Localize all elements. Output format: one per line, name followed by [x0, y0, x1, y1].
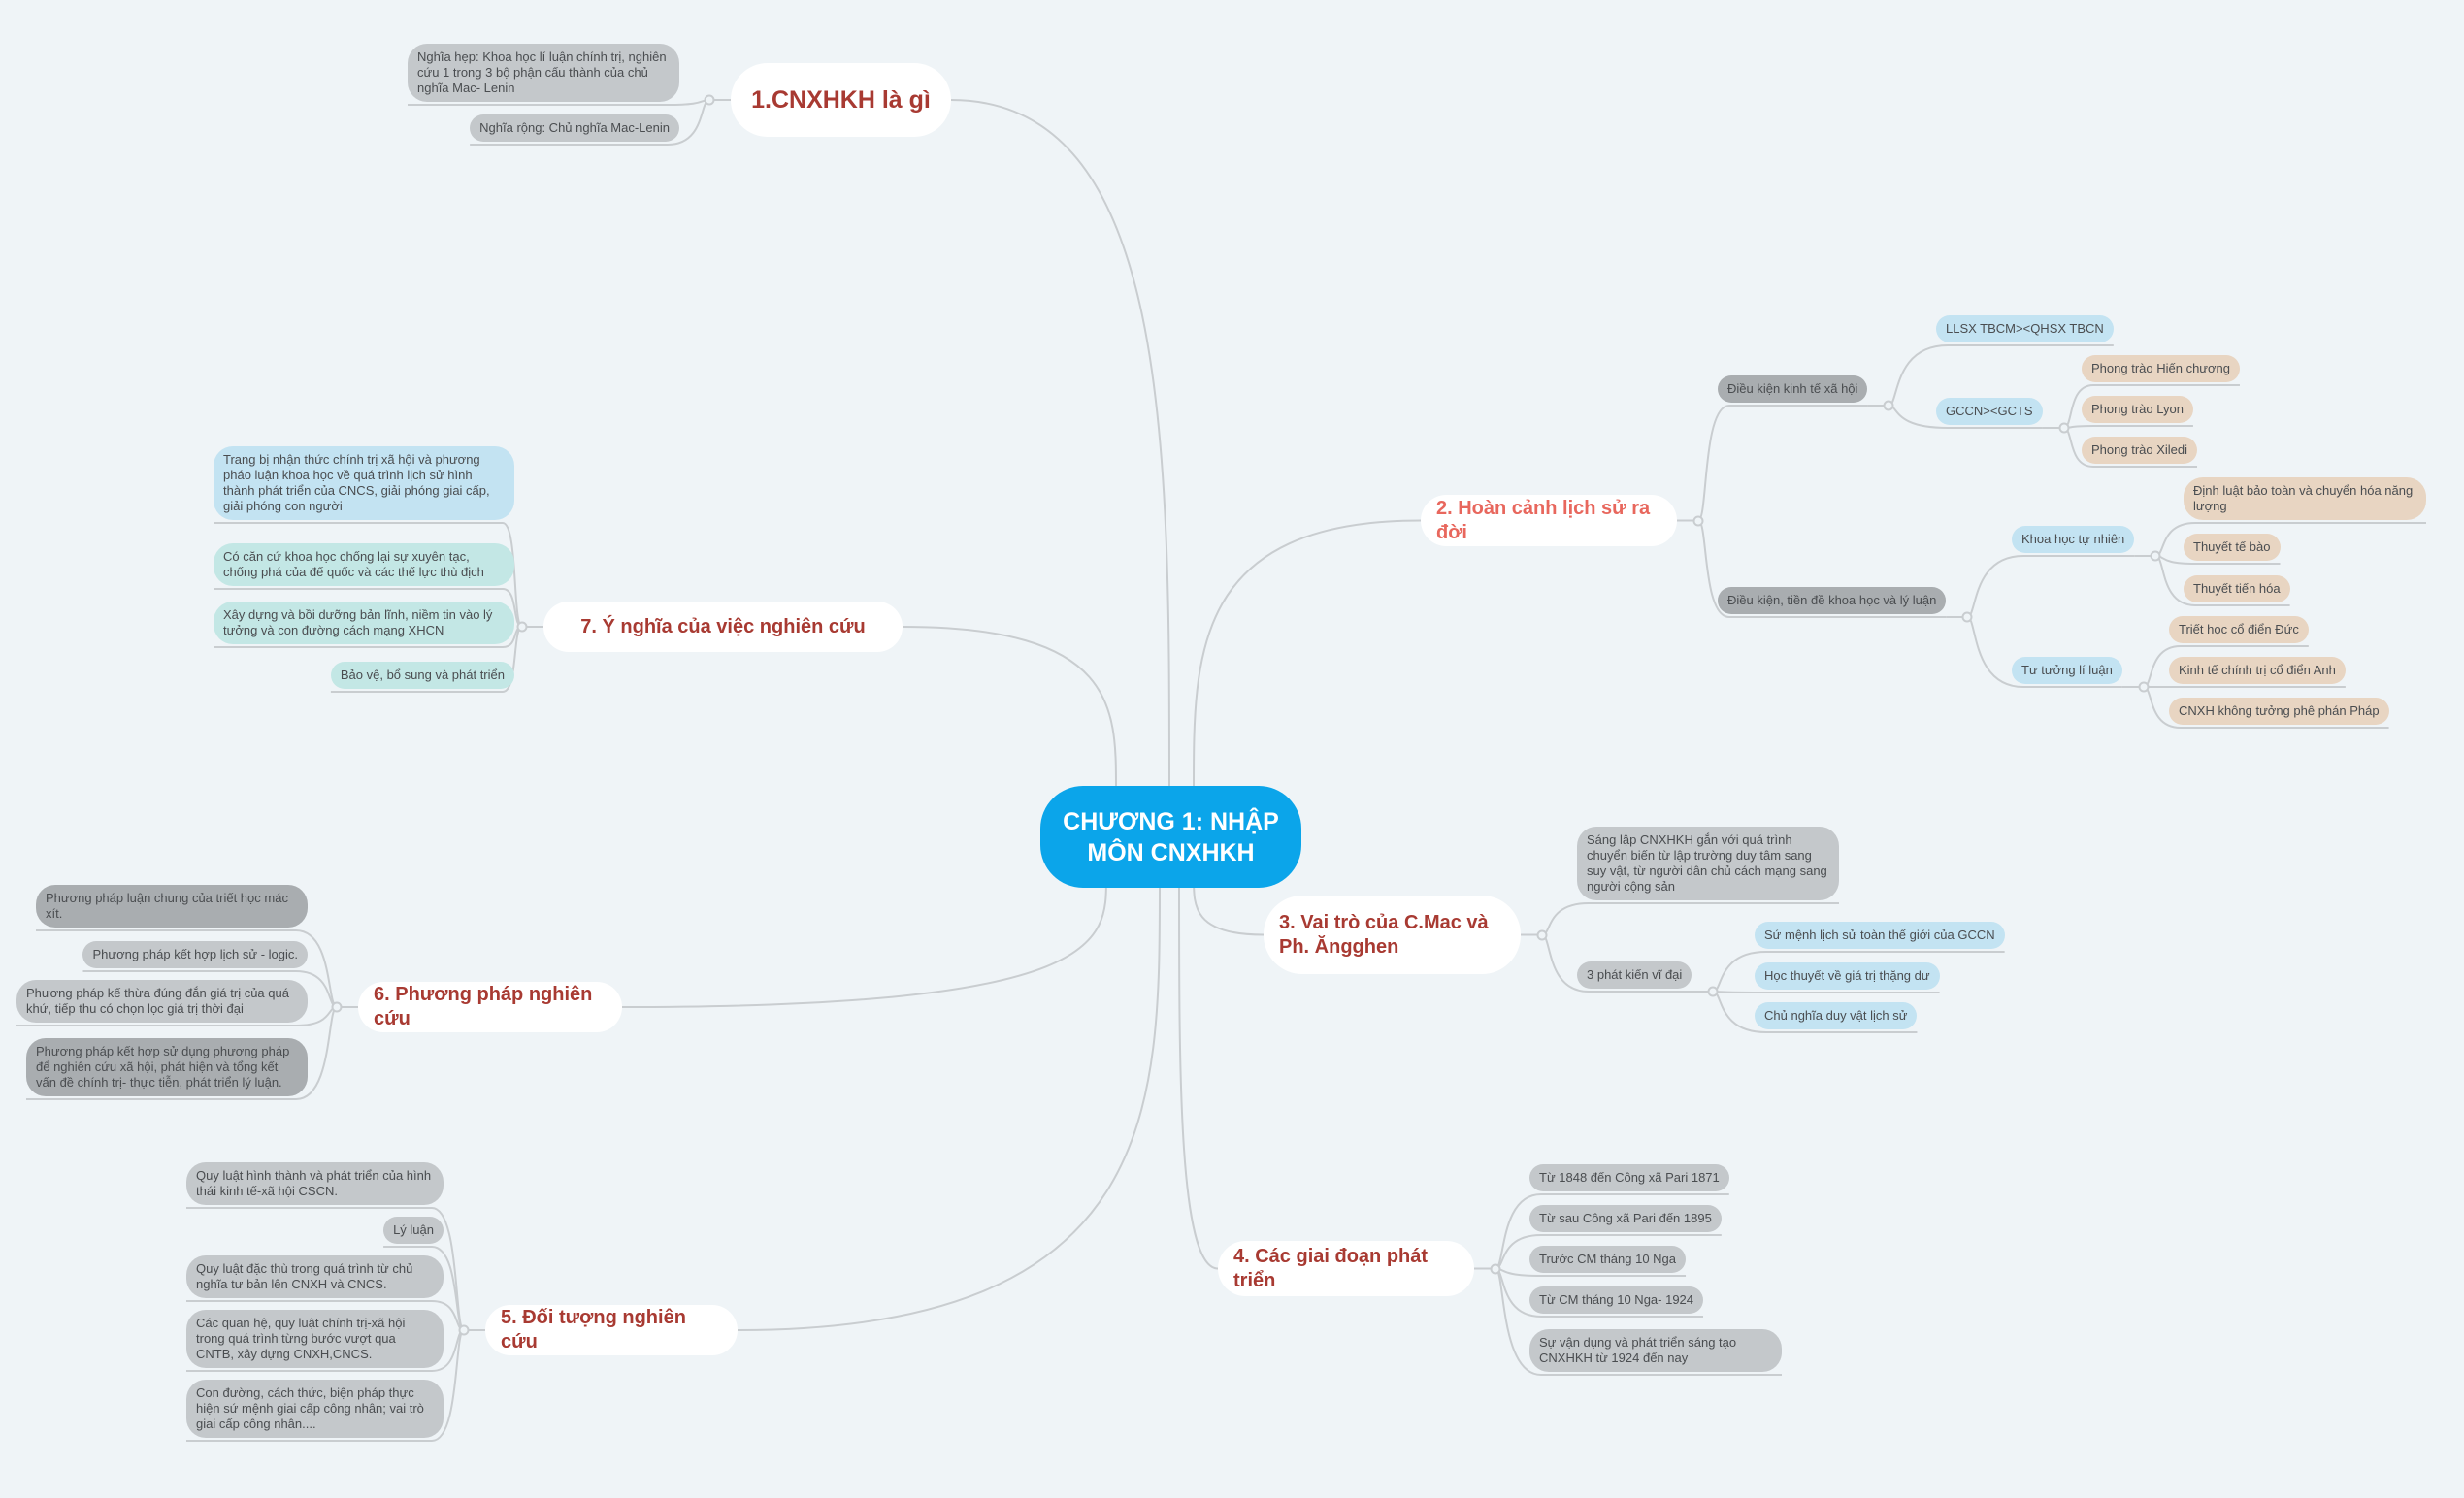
topic-4[interactable]: 4. Các giai đoạn phát triển [1218, 1241, 1474, 1296]
subtopic[interactable]: Phương pháp kết hợp sử dụng phương pháp … [26, 1038, 308, 1096]
collapse-toggle[interactable] [1707, 986, 1719, 997]
subtopic[interactable]: Phong trào Xiledi [2082, 437, 2198, 464]
subtopic[interactable]: Quy luật đặc thù trong quá trình từ chủ … [186, 1255, 444, 1298]
collapse-toggle[interactable] [458, 1324, 470, 1336]
subtopic[interactable]: CNXH không tưởng phê phán Pháp [2169, 698, 2389, 725]
subtopic[interactable]: Định luật bảo toàn và chuyển hóa năng lư… [2184, 477, 2426, 520]
subtopic[interactable]: Xây dựng và bồi dưỡng bản lĩnh, niềm tin… [214, 602, 514, 644]
collapse-toggle[interactable] [1961, 611, 1973, 623]
subtopic[interactable]: Chủ nghĩa duy vật lịch sử [1755, 1002, 1918, 1029]
subtopic[interactable]: Khoa học tự nhiên [2012, 526, 2135, 553]
subtopic[interactable]: Con đường, cách thức, biện pháp thực hiệ… [186, 1380, 444, 1438]
subtopic[interactable]: Phương pháp luận chung của triết học mác… [36, 885, 308, 928]
collapse-toggle[interactable] [1490, 1263, 1501, 1274]
collapse-toggle[interactable] [2138, 681, 2150, 693]
subtopic[interactable]: Các quan hệ, quy luật chính trị-xã hội t… [186, 1310, 444, 1368]
subtopic[interactable]: Lý luận [383, 1217, 444, 1244]
collapse-toggle[interactable] [516, 621, 528, 633]
topic-1[interactable]: 1.CNXHKH là gì [731, 63, 951, 137]
subtopic[interactable]: Phong trào Hiến chương [2082, 355, 2240, 382]
topic-2[interactable]: 2. Hoàn cảnh lịch sử ra đời [1421, 495, 1677, 546]
collapse-toggle[interactable] [331, 1001, 343, 1013]
subtopic[interactable]: Sự vận dụng và phát triển sáng tạo CNXHK… [1529, 1329, 1782, 1372]
subtopic[interactable]: Kinh tế chính trị cổ điển Anh [2169, 657, 2346, 684]
topic-7[interactable]: 7. Ý nghĩa của việc nghiên cứu [543, 602, 903, 652]
collapse-toggle[interactable] [1692, 515, 1704, 526]
subtopic[interactable]: Nghĩa hẹp: Khoa học lí luận chính trị, n… [408, 44, 679, 102]
subtopic[interactable]: 3 phát kiến vĩ đại [1577, 961, 1692, 989]
connector-line [1178, 884, 1219, 1270]
connector-line [1888, 344, 2114, 407]
connector-line [186, 1329, 465, 1442]
collapse-toggle[interactable] [1883, 400, 1894, 411]
subtopic[interactable]: Từ 1848 đến Công xã Pari 1871 [1529, 1164, 1729, 1191]
subtopic-econ[interactable]: Điều kiện kinh tế xã hội [1718, 375, 1868, 403]
collapse-toggle[interactable] [1536, 929, 1548, 940]
collapse-toggle[interactable] [2058, 422, 2070, 434]
subtopic[interactable]: Sứ mệnh lịch sử toàn thế giới của GCCN [1755, 922, 2005, 949]
subtopic[interactable]: Quy luật hình thành và phát triển của hì… [186, 1162, 444, 1205]
central-topic[interactable]: CHƯƠNG 1: NHẬP MÔN CNXHKH [1040, 786, 1301, 888]
connector-line [737, 884, 1161, 1331]
subtopic[interactable]: Sáng lập CNXHKH gắn với quá trình chuyển… [1577, 827, 1839, 900]
subtopic[interactable]: Thuyết tiến hóa [2184, 575, 2290, 602]
subtopic[interactable]: LLSX TBCM><QHSX TBCN [1936, 315, 2114, 342]
connector-line [1697, 405, 1868, 522]
subtopic[interactable]: Phong trào Lyon [2082, 396, 2193, 423]
connector-line [950, 99, 1170, 789]
connector-line [621, 877, 1107, 1008]
subtopic[interactable]: Từ CM tháng 10 Nga- 1924 [1529, 1286, 1704, 1314]
subtopic[interactable]: Bảo vệ, bổ sung và phát triển [330, 662, 514, 689]
topic-3[interactable]: 3. Vai trò của C.Mac và Ph. Ăngghen [1264, 896, 1521, 974]
topic-6[interactable]: 6. Phương pháp nghiên cứu [358, 982, 622, 1032]
connector-line [1697, 519, 1947, 618]
connector-line [1193, 519, 1422, 789]
connector-line [2063, 425, 2193, 429]
subtopic-science[interactable]: Điều kiện, tiền đề khoa học và lý luận [1718, 587, 1947, 614]
connector-line [1966, 555, 2135, 618]
subtopic[interactable]: Học thuyết về giá trị thặng dư [1755, 962, 1940, 990]
connector-line [1495, 1267, 1782, 1376]
subtopic[interactable]: Nghĩa rộng: Chủ nghĩa Mac-Lenin [470, 114, 679, 142]
subtopic[interactable]: Phương pháp kết hợp lịch sử - logic. [82, 941, 308, 968]
collapse-toggle[interactable] [2150, 550, 2161, 562]
connector-line [1713, 991, 1940, 993]
subtopic[interactable]: Triết học cổ điển Đức [2169, 616, 2309, 643]
collapse-toggle[interactable] [704, 94, 715, 106]
subtopic[interactable]: Có căn cứ khoa học chống lại sự xuyên tạ… [214, 543, 514, 586]
subtopic[interactable]: Tư tưởng lí luận [2012, 657, 2122, 684]
subtopic[interactable]: Phương pháp kế thừa đúng đắn giá trị của… [16, 980, 308, 1023]
topic-5[interactable]: 5. Đối tượng nghiên cứu [485, 1305, 738, 1355]
connector-line [902, 626, 1117, 789]
subtopic[interactable]: Thuyết tế bào [2184, 534, 2281, 561]
subtopic[interactable]: Trước CM tháng 10 Nga [1529, 1246, 1687, 1273]
subtopic[interactable]: GCCN><GCTS [1936, 398, 2043, 425]
subtopic[interactable]: Từ sau Công xã Pari đến 1895 [1529, 1205, 1722, 1232]
subtopic[interactable]: Trang bị nhận thức chính trị xã hội và p… [214, 446, 514, 520]
